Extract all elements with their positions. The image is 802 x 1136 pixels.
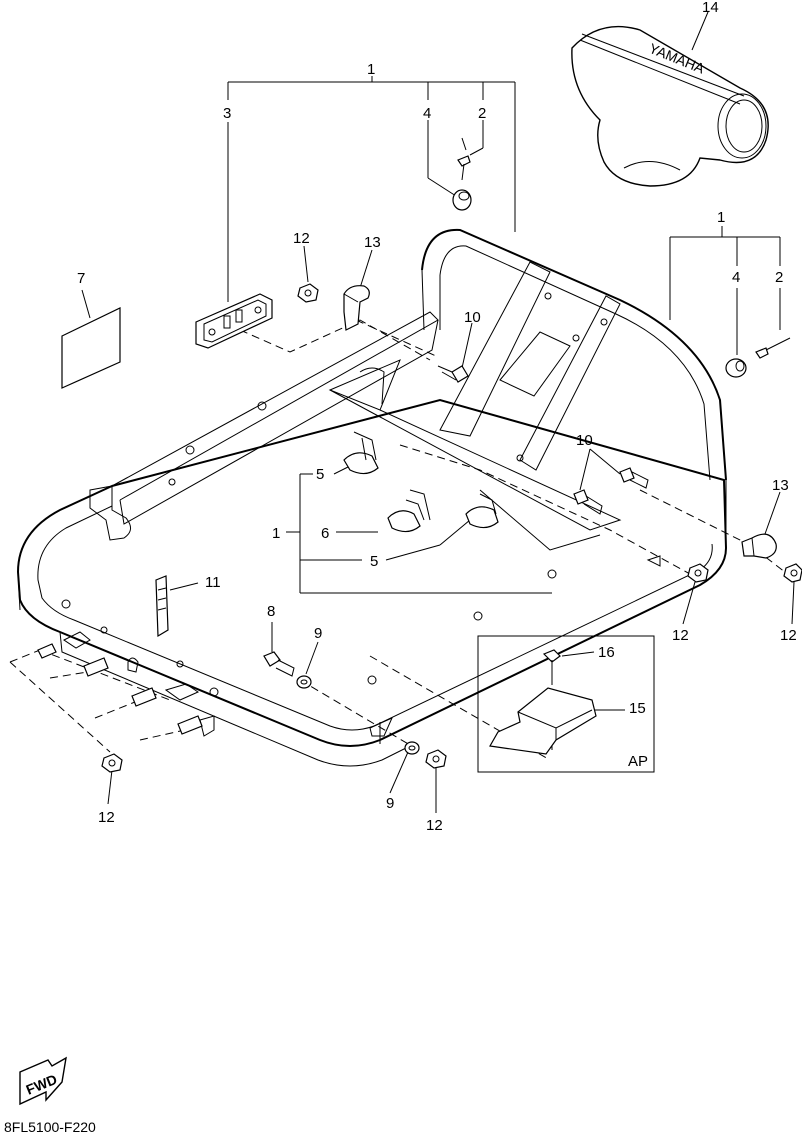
callout-8: 8 bbox=[267, 603, 275, 620]
nut-right-a bbox=[687, 563, 709, 583]
callout-4-right: 4 bbox=[732, 269, 740, 286]
assembly-dash-lines bbox=[9, 319, 791, 761]
callout-12-right-a: 12 bbox=[672, 627, 689, 644]
callout-12-bottom-left: 12 bbox=[98, 809, 115, 826]
callout-12-top: 12 bbox=[293, 230, 310, 247]
callout-16: 16 bbox=[598, 644, 615, 661]
callout-lines bbox=[81, 11, 795, 813]
plate-part bbox=[195, 293, 273, 349]
callout-2-top: 2 bbox=[478, 105, 486, 122]
callout-1-top: 1 bbox=[367, 61, 375, 78]
grommet-top bbox=[452, 189, 472, 211]
callout-12-right-b: 12 bbox=[780, 627, 797, 644]
callout-6: 6 bbox=[321, 525, 329, 542]
clip-left bbox=[343, 285, 370, 331]
callout-9-lower: 9 bbox=[386, 795, 394, 812]
washer-lower bbox=[404, 741, 420, 755]
nut-top bbox=[297, 283, 319, 303]
clip-right bbox=[741, 533, 777, 559]
pin-top bbox=[457, 137, 471, 181]
callout-4-top: 4 bbox=[423, 105, 431, 122]
callout-2-right: 2 bbox=[775, 269, 783, 286]
cable-tie bbox=[155, 575, 169, 638]
label-sticker bbox=[61, 307, 121, 389]
clamp-upper bbox=[343, 431, 379, 475]
diagram-code: 8FL5100-F220 bbox=[4, 1119, 96, 1135]
callout-13-left: 13 bbox=[364, 234, 381, 251]
bolt-8 bbox=[263, 651, 295, 677]
bolt-right-b bbox=[573, 489, 603, 515]
washer-upper bbox=[296, 675, 312, 689]
callout-11: 11 bbox=[205, 574, 221, 591]
pin-right bbox=[755, 337, 791, 359]
seat-cover: YAMAHA bbox=[571, 25, 769, 187]
callout-5-upper: 5 bbox=[316, 466, 324, 483]
callout-5-lower: 5 bbox=[370, 553, 378, 570]
callout-14: 14 bbox=[702, 0, 719, 16]
callout-12-bottom-mid: 12 bbox=[426, 817, 443, 834]
callout-7: 7 bbox=[77, 270, 85, 287]
nut-right-b bbox=[783, 563, 802, 583]
callout-13-right: 13 bbox=[772, 477, 789, 494]
callout-10-left: 10 bbox=[464, 309, 481, 326]
callout-1-left: 1 bbox=[272, 525, 280, 542]
bolt-right-a bbox=[619, 467, 649, 489]
nut-bottom-mid bbox=[425, 749, 447, 769]
callout-9-upper: 9 bbox=[314, 625, 322, 642]
fwd-arrow-icon: FWD bbox=[19, 1056, 67, 1106]
clamp-mid bbox=[387, 489, 431, 533]
front-studs bbox=[37, 643, 203, 735]
ap-label: AP bbox=[628, 753, 648, 770]
callout-10-right: 10 bbox=[576, 432, 593, 449]
callout-numbers: 1 1 1 2 2 3 4 4 5 5 6 7 8 9 9 10 10 11 1… bbox=[77, 0, 797, 834]
main-frame bbox=[16, 228, 728, 767]
grommet-right bbox=[725, 358, 747, 378]
callout-1-right: 1 bbox=[717, 209, 725, 226]
bolt-left bbox=[437, 365, 469, 383]
callout-15: 15 bbox=[629, 700, 646, 717]
nut-bottom-left bbox=[101, 753, 123, 773]
callout-3: 3 bbox=[223, 105, 231, 122]
ap-inset: AP bbox=[477, 635, 655, 773]
clamp-lower bbox=[465, 493, 499, 529]
